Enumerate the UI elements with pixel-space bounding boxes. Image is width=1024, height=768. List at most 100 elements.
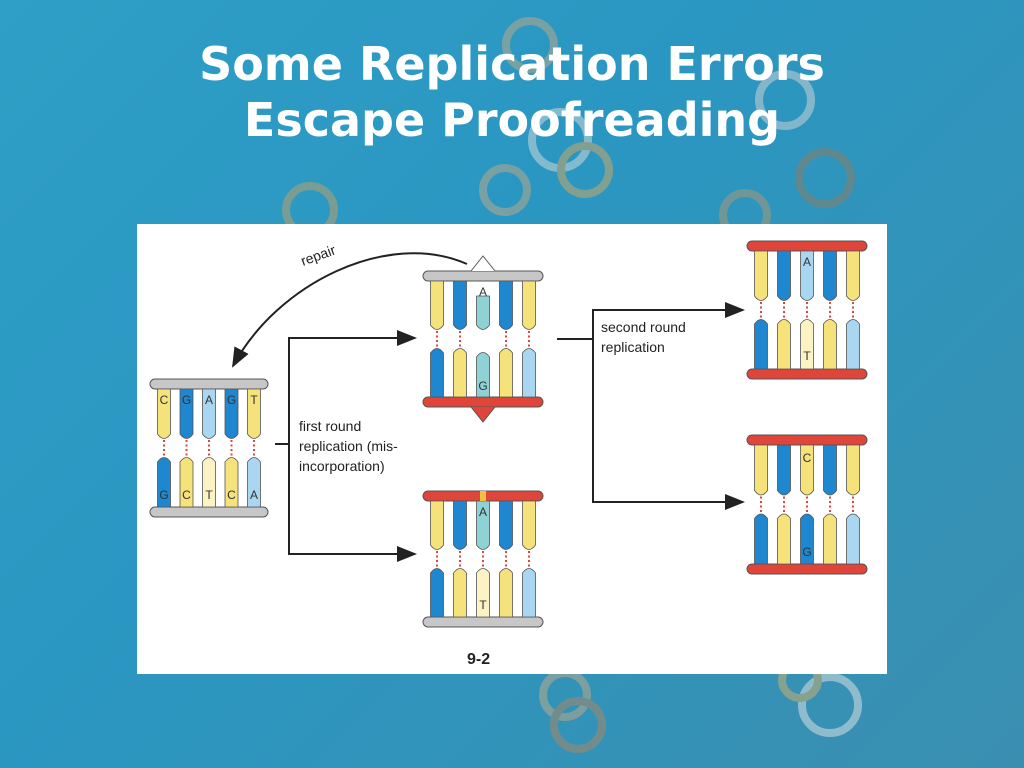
top-base	[800, 250, 814, 301]
top-strand	[746, 240, 868, 252]
strand-kink	[470, 255, 496, 272]
second-round-bracket-arrow-up	[557, 302, 745, 340]
base-letter: A	[803, 255, 811, 269]
bottom-base	[754, 513, 768, 565]
bottom-base	[846, 319, 860, 370]
first-round-label-line-1: first round	[299, 418, 361, 434]
bottom-base	[202, 457, 216, 508]
decor-circle	[502, 17, 558, 73]
base-letter: T	[479, 598, 487, 612]
decor-circle	[539, 669, 591, 721]
bottom-base	[430, 348, 444, 398]
title-line-1: Some Replication Errors	[199, 37, 825, 91]
base-letter: G	[182, 393, 191, 407]
repair-label: repair	[299, 241, 338, 268]
top-base	[499, 500, 513, 550]
slide-title: Some Replication Errors Escape Proofread…	[0, 36, 1024, 148]
top-base	[777, 250, 791, 301]
bottom-base	[777, 319, 791, 370]
top-base	[453, 280, 467, 330]
repair-arrow	[232, 252, 468, 368]
top-base	[247, 388, 261, 439]
bottom-base	[846, 513, 860, 565]
bottom-base	[247, 457, 261, 508]
bottom-base	[823, 513, 837, 565]
bottom-base	[800, 513, 814, 565]
base-letter: T	[250, 393, 258, 407]
top-base	[846, 250, 860, 301]
bottom-base	[453, 568, 467, 618]
bottom-strand	[149, 506, 269, 518]
base-letter: A	[250, 488, 258, 502]
base-letter: C	[227, 488, 236, 502]
bottom-strand	[422, 396, 544, 408]
bottom-base	[157, 457, 171, 508]
bottom-base	[522, 568, 536, 618]
top-base	[179, 388, 194, 439]
top-base	[754, 250, 768, 301]
mismatched-base	[476, 295, 490, 330]
base-letter: A	[205, 393, 213, 407]
decor-circle	[479, 164, 531, 216]
bottom-base	[754, 319, 768, 370]
bottom-strand	[746, 563, 868, 575]
bottom-base	[522, 348, 536, 398]
bottom-strand	[422, 616, 544, 628]
base-letter: T	[205, 488, 213, 502]
top-base	[754, 444, 768, 496]
top-base	[823, 444, 837, 496]
top-base	[476, 500, 490, 550]
bottom-base	[224, 457, 239, 508]
decor-circle	[798, 673, 862, 737]
base-letter: A	[479, 285, 487, 299]
arrows	[232, 252, 745, 562]
top-strand	[149, 378, 269, 390]
base-letter: G	[478, 379, 487, 393]
top-strand	[422, 270, 544, 282]
bottom-base	[179, 457, 194, 508]
base-letter: A	[479, 505, 487, 519]
base-letter: G	[802, 545, 811, 559]
bottom-base	[453, 348, 467, 398]
second-round-bracket-arrow-down	[592, 339, 745, 510]
top-base	[522, 500, 536, 550]
top-base	[453, 500, 467, 550]
figure-number: 9-2	[467, 651, 490, 668]
first-round-label-line-2: replication (mis-	[299, 438, 398, 454]
title-line-2: Escape Proofreading	[243, 93, 781, 147]
decor-circle	[550, 697, 606, 753]
base-letter: C	[160, 393, 169, 407]
base-letter: G	[159, 488, 168, 502]
new-strand-marker	[480, 491, 486, 501]
top-base	[823, 250, 837, 301]
top-base	[202, 388, 216, 439]
mismatched-base	[476, 352, 490, 398]
decor-circle	[557, 142, 613, 198]
base-letter: C	[182, 488, 191, 502]
bottom-base	[499, 348, 513, 398]
bottom-base	[800, 319, 814, 370]
decor-circle	[795, 148, 855, 208]
first-round-label-line-3: incorporation)	[299, 458, 385, 474]
top-base	[224, 388, 239, 439]
bottom-base	[476, 568, 490, 618]
top-base	[522, 280, 536, 330]
top-strand	[746, 434, 868, 446]
strand-kink	[470, 406, 496, 423]
top-base	[430, 500, 444, 550]
bottom-strand	[746, 368, 868, 380]
second-round-label-line-2: replication	[601, 339, 665, 355]
bottom-base	[499, 568, 513, 618]
top-base	[800, 444, 814, 496]
base-letter: T	[803, 349, 811, 363]
bottom-base	[823, 319, 837, 370]
top-base	[777, 444, 791, 496]
second-round-label-line-1: second round	[601, 319, 686, 335]
first-round-bracket-arrow-up	[275, 330, 417, 445]
top-base	[430, 280, 444, 330]
top-base	[157, 388, 171, 439]
